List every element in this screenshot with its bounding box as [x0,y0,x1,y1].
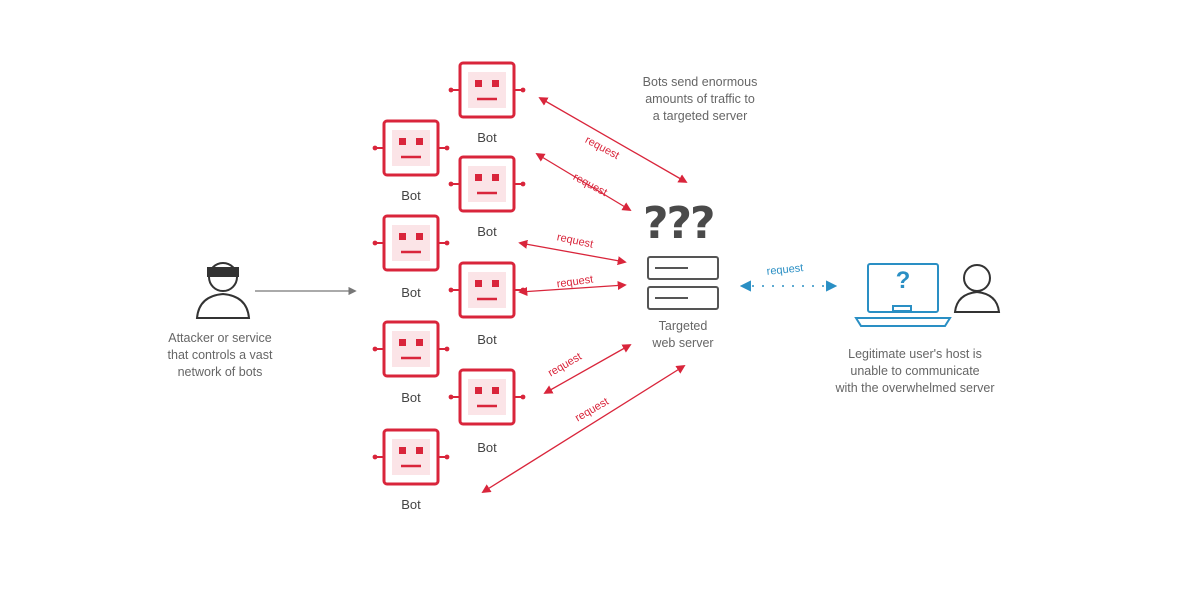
user-icon [953,264,1001,313]
bot-icon [372,119,450,177]
request-arrow [535,153,632,211]
top-note: Bots send enormous amounts of traffic to… [642,75,758,123]
bot-label: Bot [477,130,497,145]
attacker-caption: Attacker or service that controls a vast… [167,331,273,379]
laptop-icon [854,263,952,327]
bot-label: Bot [477,440,497,455]
bot-icon [448,61,526,119]
bot-icon [372,214,450,272]
request-arrow [518,280,627,297]
request-arrow [538,97,688,183]
bot-label: Bot [401,188,421,203]
bot-label: Bot [401,390,421,405]
bots-group [372,61,526,486]
bot-icon [448,261,526,319]
request-arrow [481,365,686,493]
bot-icon [448,155,526,213]
request-arrows [481,97,688,493]
request-arrow [518,239,627,266]
server-caption: Targeted web server [652,319,714,350]
bot-icon [372,428,450,486]
question-marks: ??? [643,198,716,249]
bot-label: Bot [477,224,497,239]
bot-icon [448,368,526,426]
laptop-question-mark: ? [895,267,911,294]
hacker-icon [195,262,251,319]
bot-label: Bot [401,497,421,512]
bot-label: Bot [401,285,421,300]
bot-icon [372,320,450,378]
legit-caption: Legitimate user's host is unable to comm… [835,347,995,395]
server-icon [647,256,719,310]
bot-label: Bot [477,332,497,347]
